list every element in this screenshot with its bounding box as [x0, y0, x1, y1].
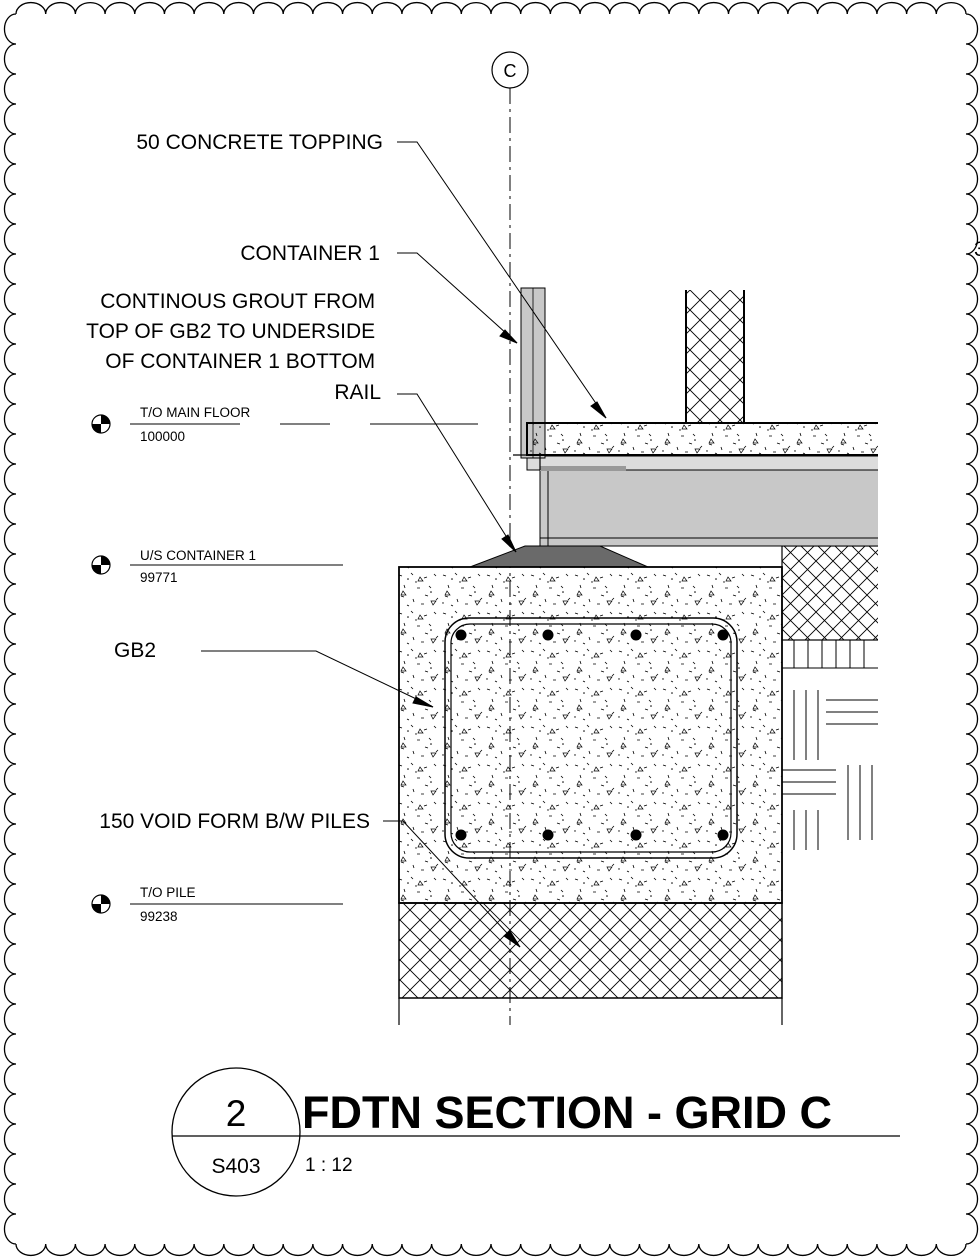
grade-beam-gb2	[398, 566, 783, 904]
level-name: T/O MAIN FLOOR	[140, 405, 251, 420]
level-marker-top-pile: T/O PILE 99238	[91, 885, 343, 924]
rebar-stirrup-inner	[450, 623, 732, 853]
level-name: U/S CONTAINER 1	[140, 548, 256, 563]
note-container-1: CONTAINER 1	[240, 242, 380, 265]
void-form-pile	[398, 902, 783, 999]
adjacent-brick-hatch	[782, 639, 878, 850]
note-concrete-topping: 50 CONCRETE TOPPING	[136, 131, 383, 154]
cloud-scallops	[3, 1, 979, 1257]
level-marker-main-floor: T/O MAIN FLOOR 100000	[91, 405, 478, 444]
note-continuous-grout: CONTINOUS GROUT FROM TOP OF GB2 TO UNDER…	[86, 290, 381, 404]
level-value: 99771	[140, 570, 178, 585]
level-value: 99238	[140, 909, 178, 924]
leader-lines	[201, 141, 607, 948]
note-void-form: 150 VOID FORM B/W PILES	[99, 810, 370, 833]
sheet-number: S403	[211, 1155, 260, 1178]
grid-bubble-label: C	[504, 61, 517, 81]
detail-title: FDTN SECTION - GRID C	[302, 1087, 832, 1138]
continuous-grout	[469, 545, 649, 568]
level-value: 100000	[140, 429, 185, 444]
revision-cloud-border	[3, 1, 979, 1257]
detail-title-block: 2 S403 FDTN SECTION - GRID C 1 : 12	[171, 1067, 900, 1197]
rebar-dots	[455, 629, 729, 841]
level-name: T/O PILE	[140, 885, 196, 900]
detail-number: 2	[226, 1093, 247, 1134]
concrete-topping	[526, 422, 878, 456]
container-bottom-rail	[539, 469, 878, 547]
level-marker-us-container: U/S CONTAINER 1 99771	[91, 548, 343, 585]
detail-scale: 1 : 12	[305, 1155, 353, 1176]
rebar-stirrup-outer	[444, 617, 738, 859]
adjacent-hatch-upper	[781, 545, 878, 641]
note-gb2: GB2	[114, 639, 156, 662]
edge-fragment-text: 3	[974, 238, 980, 261]
wall-insulation	[686, 290, 744, 423]
